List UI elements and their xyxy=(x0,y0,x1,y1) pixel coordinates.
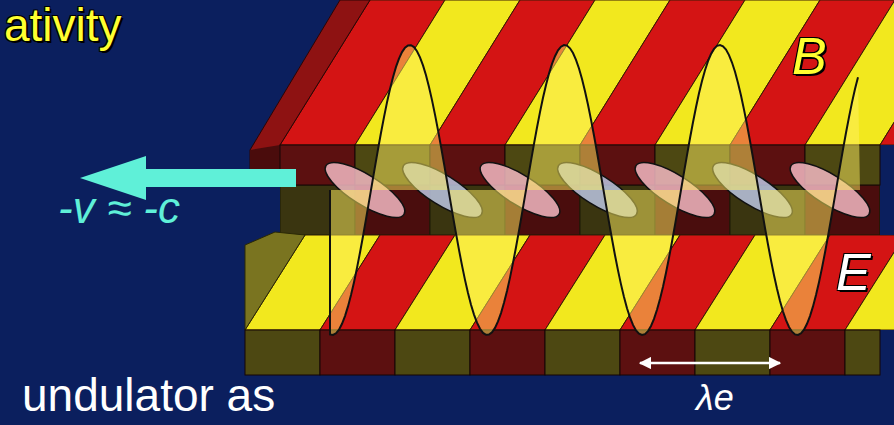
b-field-fill xyxy=(330,45,860,335)
field-label: B xyxy=(792,30,827,82)
magnet-block xyxy=(770,330,845,375)
lower-front-face xyxy=(245,330,880,375)
upper-magnet-array xyxy=(130,0,894,145)
velocity-label: -v ≈ -c xyxy=(58,186,180,230)
magnet-block xyxy=(245,330,320,375)
magnet-stripe xyxy=(880,0,894,145)
magnet-block xyxy=(620,330,695,375)
wavelength-dimension xyxy=(640,362,780,365)
heading-fragment: ativity xyxy=(4,2,122,48)
magnet-block xyxy=(845,330,880,375)
wavelength-label: λe xyxy=(696,380,734,416)
field-label: E xyxy=(836,246,871,298)
arrow-shaft xyxy=(140,169,296,187)
lower-side-face xyxy=(245,232,305,330)
upper-side-face xyxy=(250,0,370,185)
magnet-block xyxy=(695,330,770,375)
body-text: undulator as xyxy=(22,372,275,418)
magnet-stripe xyxy=(95,235,230,330)
magnet-block xyxy=(470,330,545,375)
magnetic-field-wave xyxy=(330,45,860,335)
magnet-block xyxy=(320,330,395,375)
b-field-curve xyxy=(330,45,858,335)
magnet-block xyxy=(395,330,470,375)
magnet-block xyxy=(545,330,620,375)
